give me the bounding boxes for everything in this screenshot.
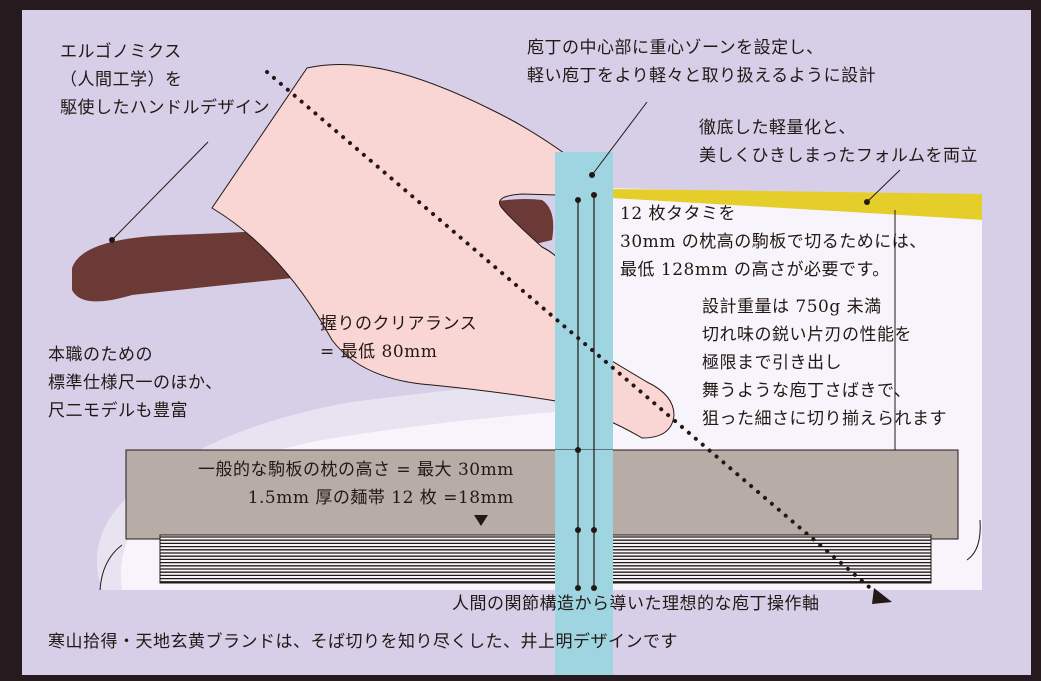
label-variants: 本職のための標準仕様尺一のほか、尺二モデルも豊富 (48, 345, 223, 421)
band-dot (575, 585, 581, 591)
blade-heel-curve (966, 519, 981, 561)
knife-diagram-art (72, 63, 982, 675)
leader-dot (109, 237, 115, 243)
axis-arrow-icon (872, 588, 892, 604)
leader-dot (864, 199, 870, 205)
label-ergonomics: エルゴノミクス（人間工学）を駆使したハンドルデザイン (60, 42, 270, 118)
label-operation-axis: 人間の関節構造から導いた理想的な庖丁操作軸 (452, 594, 820, 614)
cutting-board (125, 449, 959, 540)
label-center-of-gravity: 庖丁の中心部に重心ゾーンを設定し、軽い庖丁をより軽々と取り扱えるように設計 (527, 38, 877, 86)
leader-ergonomics (111, 141, 209, 241)
band-dot (575, 447, 581, 453)
leader-lightweight (866, 169, 901, 203)
leader-center (591, 101, 648, 176)
board-arrow-icon (474, 515, 488, 526)
spine-accent (612, 189, 982, 220)
band-dot (591, 527, 597, 533)
label-lightweight: 徹底した軽量化と、美しくひきしまったフォルムを両立 (699, 118, 978, 166)
footer-text: 寒山拾得・天地玄黄ブランドは、そば切りを知り尽くした、井上明デザインです (48, 632, 678, 652)
label-weight-spec: 設計重量は 750g 未満切れ味の鋭い片刃の性能を極限まで引き出し舞うような庖丁… (702, 297, 947, 429)
blade-tip-curve (99, 544, 123, 591)
band-dot (591, 192, 597, 198)
band-dot (575, 527, 581, 533)
diagram-panel: エルゴノミクス（人間工学）を駆使したハンドルデザイン 庖丁の中心部に重心ゾーンを… (22, 10, 1031, 675)
leader-dot (589, 172, 595, 178)
band-dot (575, 197, 581, 203)
center-band-overlay (555, 450, 613, 675)
band-dot (591, 585, 597, 591)
operation-axis (265, 70, 884, 600)
noodle-stack-outline (159, 534, 932, 584)
noodle-stack (160, 535, 931, 583)
label-grip-clearance: 握りのクリアランス= 最低 80mm (320, 314, 478, 362)
blade-shadow (97, 378, 582, 590)
